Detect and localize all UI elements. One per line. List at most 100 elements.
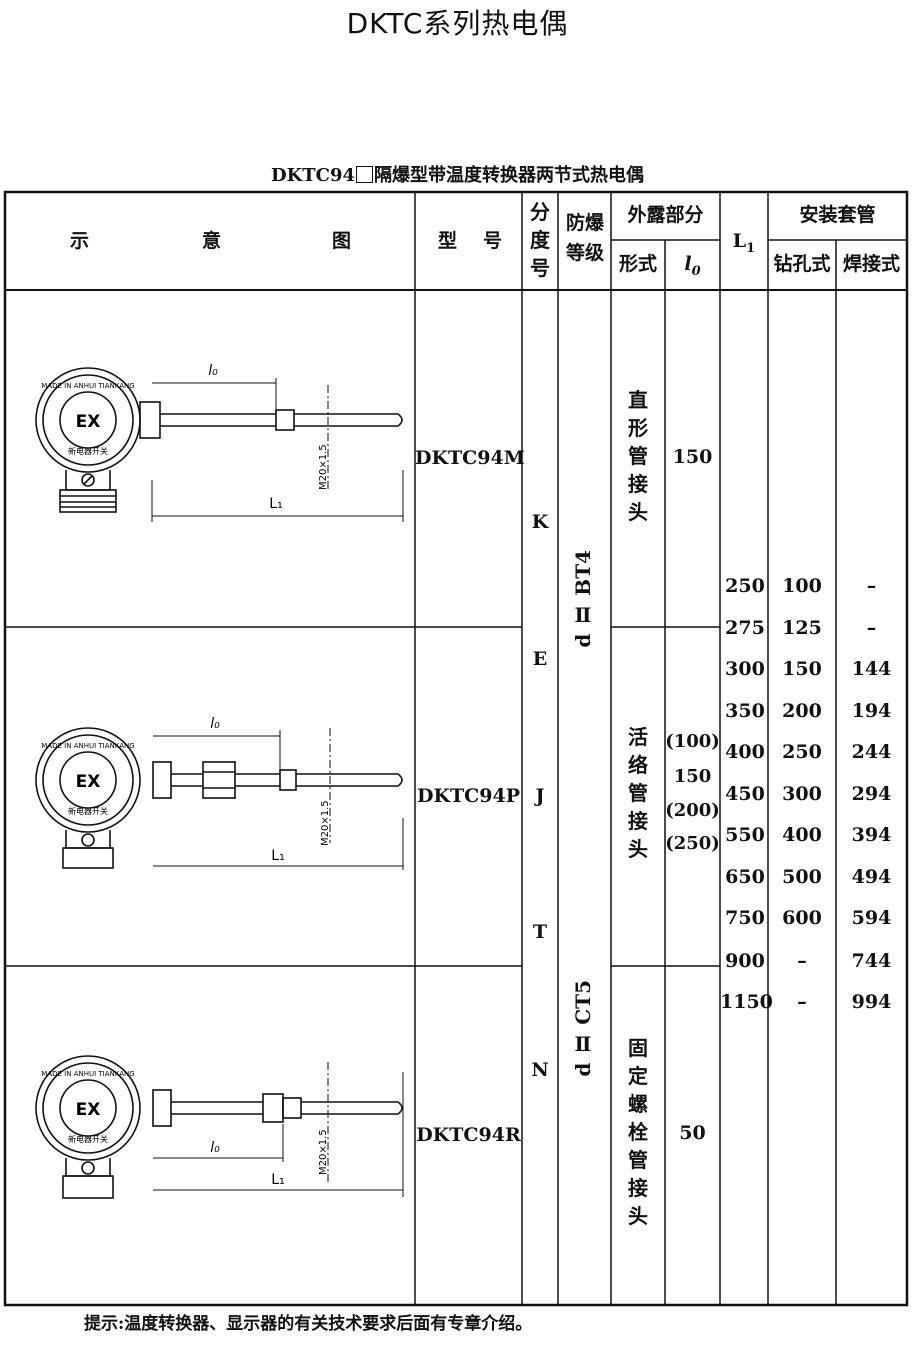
drilled-value: 400 — [782, 824, 822, 846]
header-explosion-grade: 防爆等级 — [565, 212, 604, 264]
L1-value: 275 — [725, 617, 765, 639]
l0-value-2b: 150 — [673, 766, 712, 787]
header-model-1: 型 — [438, 230, 458, 252]
header-form: 形式 — [618, 253, 657, 275]
table-title-suffix: 隔爆型带温度转换器两节式热电偶 — [374, 165, 645, 186]
footer-note: 提示:温度转换器、显示器的有关技术要求后面有专章介绍。 — [84, 1314, 533, 1334]
welded-value: 244 — [851, 741, 892, 763]
graduation-K: K — [531, 511, 549, 533]
housing-outer-icon — [35, 1055, 141, 1161]
L1-value: 900 — [725, 950, 765, 972]
thread-label: M20×1.5 — [318, 1129, 329, 1175]
table-title-prefix: DKTC94 — [270, 165, 356, 186]
welded-value: 744 — [851, 950, 892, 972]
drilled-value: 125 — [782, 617, 822, 639]
L1-label: L₁ — [271, 1172, 284, 1188]
L1-value: 550 — [725, 824, 765, 846]
l0-value-3: 50 — [679, 1122, 706, 1144]
header-diagram-3: 图 — [332, 230, 352, 252]
ring-label: MADE IN ANHUI TIANKANG — [41, 382, 134, 390]
drilled-value: – — [797, 991, 807, 1013]
ring-label: MADE IN ANHUI TIANKANG — [41, 1070, 134, 1078]
diagram-dktc94p: EX MADE IN ANHUI TIANKANG 新电器开关 l₀ L₁ M2… — [35, 716, 404, 870]
diagram-dktc94r: EX MADE IN ANHUI TIANKANG 新电器开关 l₀ L₁ M2… — [35, 1055, 404, 1199]
header-l0-letter: l — [684, 253, 692, 275]
header-l0: l0 — [665, 253, 720, 280]
header-sleeve: 安装套管 — [799, 204, 876, 226]
L1-value: 650 — [725, 866, 765, 888]
graduation-E: E — [532, 648, 548, 670]
explosion-grade-bt4: d Ⅱ BT4 — [571, 550, 595, 648]
header-model-2: 号 — [483, 230, 503, 252]
drilled-value: 100 — [782, 575, 822, 597]
l0-label: l₀ — [208, 363, 218, 379]
welded-value: 194 — [851, 700, 892, 722]
thread-label: M20×1.5 — [318, 444, 329, 490]
plate-label: 新电器开关 — [68, 1134, 108, 1144]
header-diagram-2: 意 — [202, 230, 222, 252]
l0-value-2c: (200) — [665, 800, 720, 821]
L1-value: 400 — [725, 741, 765, 763]
welded-value: 144 — [851, 658, 892, 680]
ex-label: EX — [76, 1100, 101, 1120]
graduation-N: N — [531, 1059, 549, 1081]
thread-label: M20×1.5 — [320, 800, 331, 846]
header-L1: L1 — [720, 230, 768, 257]
L1-value: 350 — [725, 700, 765, 722]
l0-value-1: 150 — [672, 446, 713, 468]
drilled-value: – — [797, 950, 807, 972]
plate-label: 新电器开关 — [68, 446, 108, 456]
L1-value: 300 — [725, 658, 765, 680]
housing-outer-icon — [35, 727, 141, 833]
plate-label: 新电器开关 — [68, 806, 108, 816]
welded-value: – — [866, 617, 877, 639]
drilled-value: 200 — [782, 700, 822, 722]
form-cell-2: 活络管接头 — [628, 725, 648, 861]
l0-label: l₀ — [210, 716, 220, 732]
welded-value: 594 — [851, 907, 892, 929]
ex-label: EX — [76, 412, 101, 432]
header-L1-letter: L — [732, 230, 747, 252]
drilled-value: 250 — [782, 741, 822, 763]
header-exposed-part: 外露部分 — [627, 204, 704, 226]
ex-label: EX — [76, 772, 101, 792]
L1-value: 1150 — [720, 991, 773, 1013]
diagram-dktc94m: EX MADE IN ANHUI TIANKANG 新电器开关 l₀ L₁ M2… — [35, 363, 404, 522]
drilled-value: 600 — [782, 907, 822, 929]
model-cell-3: DKTC94R — [416, 1124, 521, 1146]
form-cell-3: 固定螺栓管接头 — [628, 1036, 648, 1228]
page-title: DKTC系列热电偶 — [346, 7, 569, 40]
l0-label: l₀ — [210, 1140, 220, 1156]
explosion-grade-ct5: d Ⅱ CT5 — [571, 980, 595, 1077]
model-cell-1: DKTC94M — [415, 447, 525, 469]
model-cell-2: DKTC94P — [417, 785, 520, 807]
welded-value: 294 — [851, 783, 892, 805]
drilled-value: 300 — [782, 783, 822, 805]
L1-value: 450 — [725, 783, 765, 805]
header-diagram-1: 示 — [70, 230, 90, 252]
l0-value-2a: (100) — [665, 731, 720, 752]
header-welded: 焊接式 — [842, 253, 900, 275]
drilled-value: 150 — [782, 658, 822, 680]
header-graduation: 分度号 — [530, 200, 550, 280]
form-cell-1: 直形管接头 — [628, 388, 648, 524]
graduation-J: J — [535, 785, 545, 807]
table-title: DKTC94 隔爆型带温度转换器两节式热电偶 — [0, 161, 915, 187]
L1-label: L₁ — [269, 496, 282, 512]
welded-value: 494 — [851, 866, 892, 888]
welded-value: – — [866, 575, 877, 597]
graduation-T: T — [532, 921, 548, 943]
header-L1-sub: 1 — [746, 240, 756, 256]
l0-value-2d: (250) — [665, 833, 720, 854]
L1-value: 250 — [725, 575, 765, 597]
welded-value: 994 — [851, 991, 892, 1013]
L1-value: 750 — [725, 907, 765, 929]
drilled-value: 500 — [782, 866, 822, 888]
ring-label: MADE IN ANHUI TIANKANG — [41, 742, 134, 750]
header-l0-sub: 0 — [691, 263, 701, 279]
welded-value: 394 — [851, 824, 892, 846]
header-drilled: 钻孔式 — [773, 253, 831, 275]
placeholder-box-icon — [356, 166, 374, 183]
L1-label: L₁ — [271, 848, 284, 864]
